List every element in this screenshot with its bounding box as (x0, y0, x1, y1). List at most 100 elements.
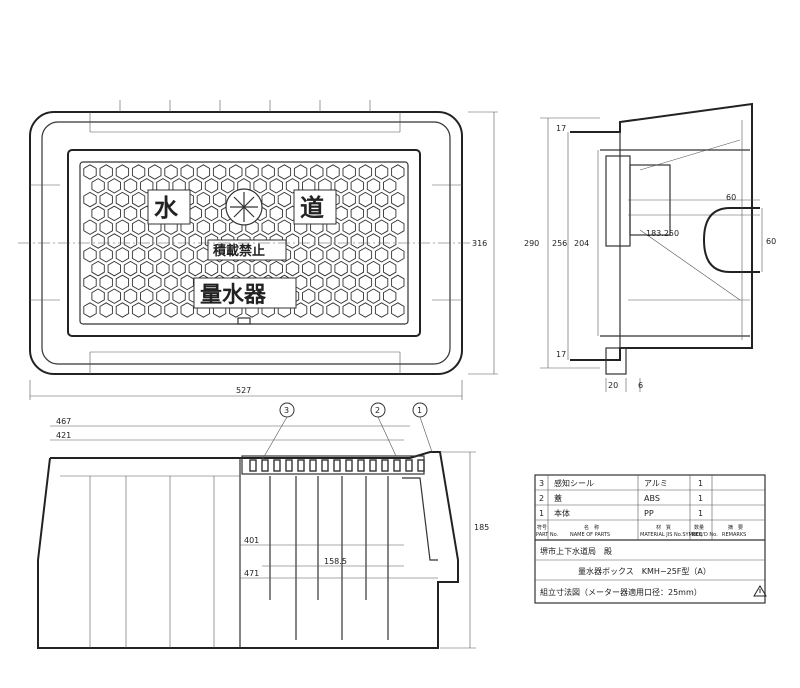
callout-3: 3 (261, 402, 295, 461)
honeycomb-cell (83, 274, 97, 291)
honeycomb-cell (107, 178, 121, 194)
honeycomb-cell (374, 191, 389, 208)
lid-rib (381, 459, 389, 472)
honeycomb-cell (285, 233, 300, 249)
honeycomb-cell (350, 178, 364, 194)
honeycomb-cell (115, 274, 130, 291)
honeycomb-cell (172, 288, 186, 304)
part-row-2-no: 2 (539, 494, 544, 503)
honeycomb-cell (156, 233, 170, 249)
warning-triangle-icon (753, 585, 767, 597)
honeycomb-cell (366, 233, 381, 249)
honeycomb-cell (164, 274, 178, 291)
honeycomb-cell (196, 191, 211, 208)
honeycomb-cell (277, 219, 292, 235)
honeycomb-cell (115, 164, 130, 180)
honeycomb-cell (310, 247, 324, 263)
honeycomb-cell (115, 302, 130, 318)
honeycomb-cell (383, 260, 397, 277)
honeycomb-cell (83, 191, 97, 208)
lid-rib (405, 459, 413, 472)
honeycomb-cell (293, 247, 308, 263)
honeycomb-cell (99, 274, 113, 291)
honeycomb-cell (188, 178, 202, 194)
honeycomb-cell (107, 288, 121, 304)
section-dim-b: 158.5 (324, 557, 347, 566)
honeycomb-cell (350, 260, 364, 277)
honeycomb-cell (253, 178, 267, 194)
svg-text:1: 1 (417, 406, 422, 415)
label-top-left: 水 (154, 194, 179, 222)
title-product: 量水器ボックス KMH−25F型（A） (578, 566, 711, 576)
honeycomb-cell (115, 247, 130, 263)
honeycomb-cell (310, 164, 324, 180)
header-material-en: MATERIAL JIS No.SYMBOL (640, 532, 703, 538)
honeycomb-cell (253, 260, 267, 277)
honeycomb-cell (318, 288, 332, 304)
honeycomb-cell (91, 260, 105, 277)
part-row-2-material: ABS (644, 494, 660, 503)
honeycomb-cell (350, 233, 364, 249)
section-dim-c: 471 (244, 569, 259, 578)
honeycomb-cell (334, 233, 348, 249)
lid-rib (369, 459, 377, 472)
honeycomb-cell (115, 219, 130, 235)
honeycomb-cell (83, 302, 97, 318)
label-box-middle (207, 239, 287, 261)
honeycomb-cell (261, 191, 275, 208)
honeycomb-cell (374, 274, 389, 291)
honeycomb-cell (293, 164, 308, 180)
honeycomb-cell (391, 164, 405, 180)
svg-text:3: 3 (284, 406, 289, 415)
honeycomb-cell (237, 260, 251, 277)
honeycomb-cell (342, 164, 356, 180)
honeycomb-cell (374, 247, 389, 263)
honeycomb-cell (318, 260, 332, 277)
label-middle: 積載禁止 (212, 243, 265, 259)
part-row-1-qty: 1 (698, 509, 703, 518)
honeycomb-cell (318, 233, 332, 249)
honeycomb-cell (326, 302, 340, 318)
honeycomb-cell (131, 191, 146, 208)
honeycomb-cell (326, 164, 340, 180)
honeycomb-cell (180, 164, 194, 180)
lid-rib (249, 459, 257, 472)
honeycomb-cell (180, 247, 194, 263)
honeycomb-cell (156, 260, 170, 277)
honeycomb-cell (350, 288, 364, 304)
title-drawing: 組立寸法図（メーター器適用口径：25mm） (540, 587, 702, 597)
honeycomb-cell (131, 274, 146, 291)
plan-view: 水 道 積載禁止 量水器 527 316 (18, 100, 498, 400)
honeycomb-cell (342, 191, 356, 208)
label-bottom: 量水器 (200, 283, 267, 308)
honeycomb-cell (326, 274, 340, 291)
honeycomb-cell (342, 302, 356, 318)
header-qty: 数量 (694, 524, 704, 531)
header-name: 名 称 (584, 524, 599, 531)
honeycomb-cell (140, 233, 154, 249)
honeycomb-cell (148, 274, 162, 291)
honeycomb-cell (277, 164, 292, 180)
honeycomb-cell (148, 302, 162, 318)
honeycomb-cell (374, 219, 389, 235)
honeycomb-cell (188, 205, 202, 222)
honeycomb-cell (334, 205, 348, 222)
honeycomb-cell (366, 288, 381, 304)
honeycomb-cell (310, 274, 324, 291)
honeycomb-cell (358, 164, 373, 180)
honeycomb-cell (229, 164, 243, 180)
honeycomb-cell (383, 288, 397, 304)
part-row-2-qty: 1 (698, 494, 703, 503)
honeycomb-cell (91, 205, 105, 222)
honeycomb-cell (302, 288, 316, 304)
lid-rib (333, 459, 341, 472)
honeycomb-cell (131, 164, 146, 180)
honeycomb-cell (107, 260, 121, 277)
honeycomb-cell (334, 260, 348, 277)
lid-rib (261, 459, 269, 472)
header-material: 材 質 (656, 524, 671, 531)
plan-dim-width: 527 (236, 386, 251, 395)
lid-rib (321, 459, 329, 472)
honeycomb-cell (140, 288, 154, 304)
honeycomb-cell (188, 233, 202, 249)
